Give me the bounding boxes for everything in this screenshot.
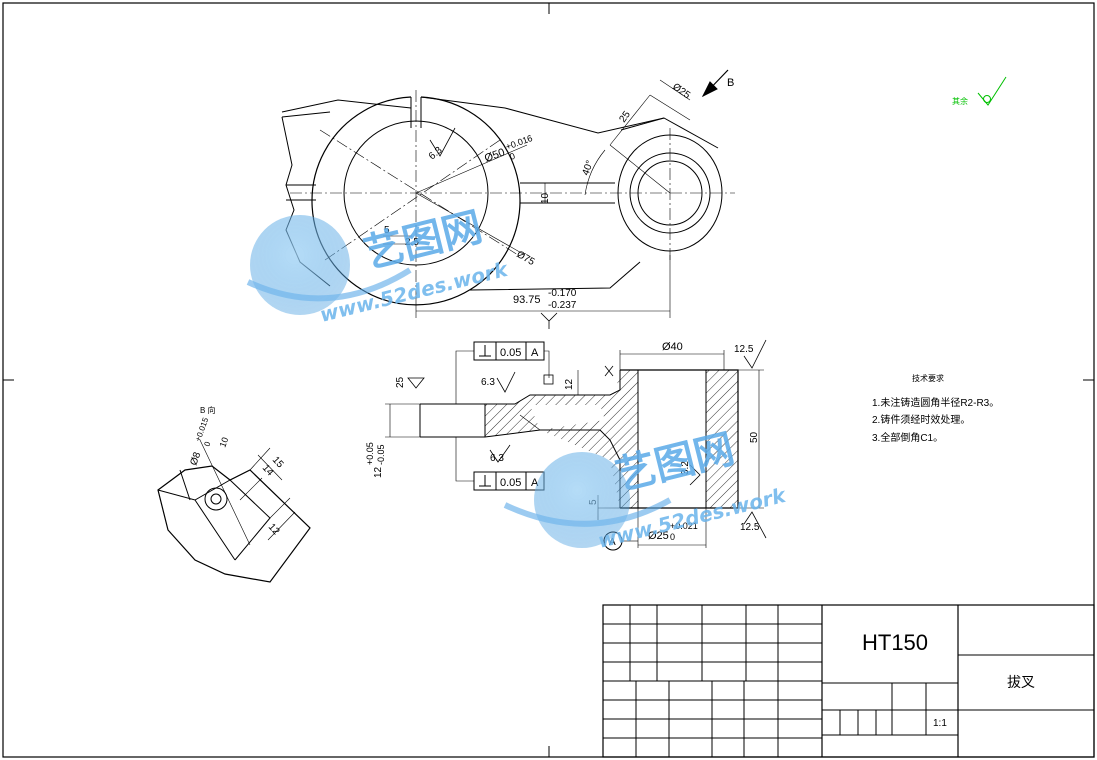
b-view	[157, 439, 311, 583]
rough-tr-label: 12.5	[734, 344, 754, 355]
b-hole-dim: Ø8	[188, 450, 203, 467]
b-dim-12: 12	[266, 522, 282, 538]
main-view	[281, 69, 735, 329]
b-ref-dim: 10	[217, 436, 230, 449]
bore-dim-tol-low: 0	[508, 151, 516, 162]
tech-note-3: 3.全部倒角C1。	[872, 431, 943, 444]
surface-note: 其余	[952, 76, 1007, 106]
svg-text:其余: 其余	[952, 96, 968, 106]
thickness-dim: 12	[373, 466, 384, 478]
b-view-title: B 向	[200, 405, 216, 415]
arm-dim: 25	[617, 109, 633, 125]
rough-top-label: 6.3	[427, 145, 445, 163]
length-tol-up: -0.170	[548, 288, 577, 299]
length-dim: 93.75	[513, 294, 541, 306]
bore-dim: Ø25	[648, 530, 669, 542]
bore-dim-tol: +0.016	[504, 133, 534, 152]
outer-dim: Ø75	[515, 249, 537, 268]
b-hole-tol2: 0	[202, 440, 212, 448]
part-name: 拔叉	[1007, 674, 1035, 690]
slot-width-label: 5	[384, 225, 390, 236]
title-block-labels: HT150 拔叉 1:1	[862, 630, 1035, 729]
rough-br-label: 12.5	[740, 522, 760, 533]
title-block	[602, 604, 1095, 758]
tol1-value: 0.05	[500, 347, 521, 359]
datum-label: A	[609, 537, 616, 548]
scale-label: 1:1	[933, 718, 947, 729]
length-tol-low: -0.237	[548, 300, 577, 311]
thickness-tol-up: +0.05	[365, 442, 375, 465]
tech-note-1: 1.未注铸造圆角半径R2-R3。	[872, 396, 999, 409]
arm-small-dim: Ø25	[670, 81, 692, 101]
b-hole-tol: +0.015	[193, 416, 210, 443]
rough-lower-label: 6.3	[490, 453, 504, 464]
roughness-symbol-icon	[977, 76, 1007, 106]
neck-dim: 10	[540, 192, 551, 204]
angle-dim: 40°	[580, 159, 596, 177]
tol1-datum: A	[531, 347, 539, 359]
rough-left-label: 25	[395, 376, 406, 388]
hole-dim: Ø40	[662, 341, 683, 353]
section-view-labels: 0.05 A 0.05 A 6.3 6.3 25 Ø40 12.5 12.5 5…	[365, 341, 760, 548]
thickness-tol-low: -0.05	[376, 444, 386, 465]
height-dim: 50	[749, 431, 760, 443]
material-label: HT150	[862, 630, 928, 655]
view-arrow-label: B	[727, 77, 734, 89]
tol2-datum: A	[531, 477, 539, 489]
tech-note-2: 2.铸件须经时效处理。	[872, 413, 970, 426]
section-view	[385, 339, 767, 551]
rough-bore-label: 3.2	[680, 461, 691, 475]
tol2-value: 0.05	[500, 477, 521, 489]
slot-depth-label: 2.5	[405, 237, 419, 248]
tech-notes-title: 技术要求	[912, 373, 944, 383]
bore-tol-low: 0	[670, 532, 675, 542]
rough-upper-label: 6.3	[481, 377, 495, 388]
dim-12-label: 12	[564, 378, 575, 390]
tech-notes: 技术要求 1.未注铸造圆角半径R2-R3。 2.铸件须经时效处理。 3.全部倒角…	[872, 373, 999, 444]
bore-tol-up: +0.021	[670, 521, 698, 531]
